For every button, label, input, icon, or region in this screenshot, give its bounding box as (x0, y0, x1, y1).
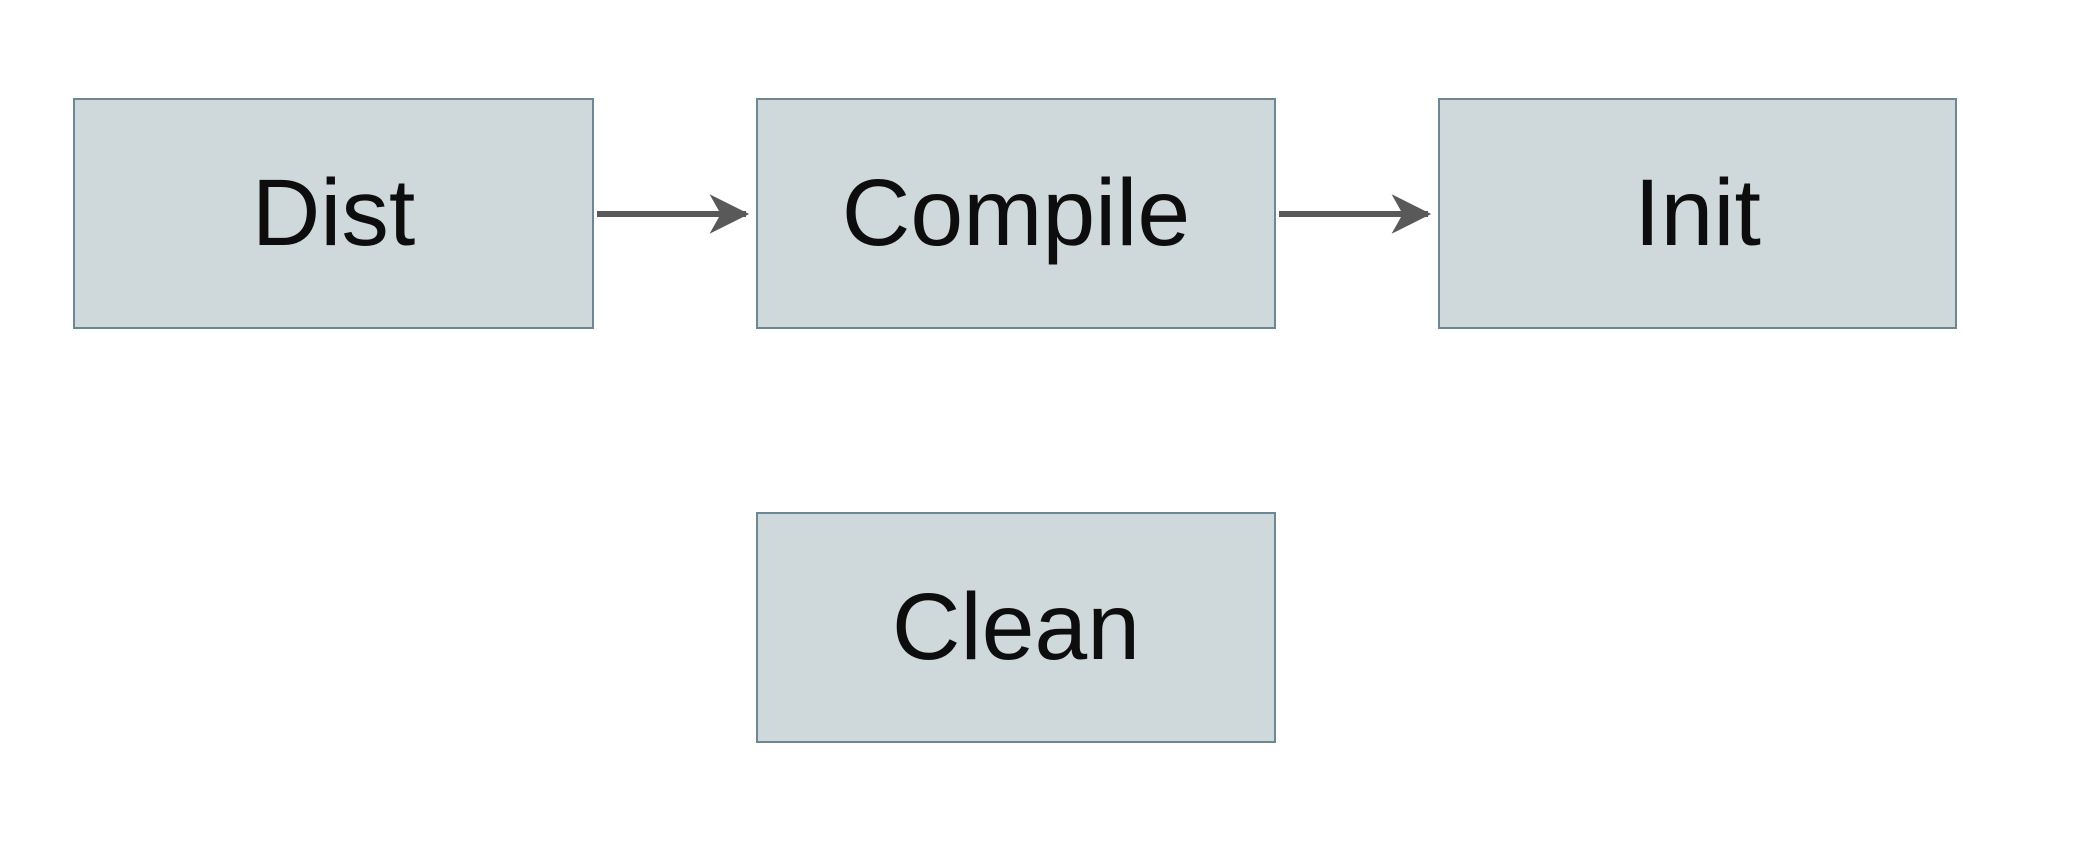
node-dist-label: Dist (251, 160, 416, 266)
node-compile-label: Compile (841, 160, 1191, 266)
node-clean[interactable]: Clean (756, 512, 1276, 743)
node-clean-label: Clean (891, 574, 1141, 680)
node-compile[interactable]: Compile (756, 98, 1276, 329)
node-init[interactable]: Init (1438, 98, 1957, 329)
node-dist[interactable]: Dist (73, 98, 594, 329)
node-init-label: Init (1634, 160, 1761, 266)
